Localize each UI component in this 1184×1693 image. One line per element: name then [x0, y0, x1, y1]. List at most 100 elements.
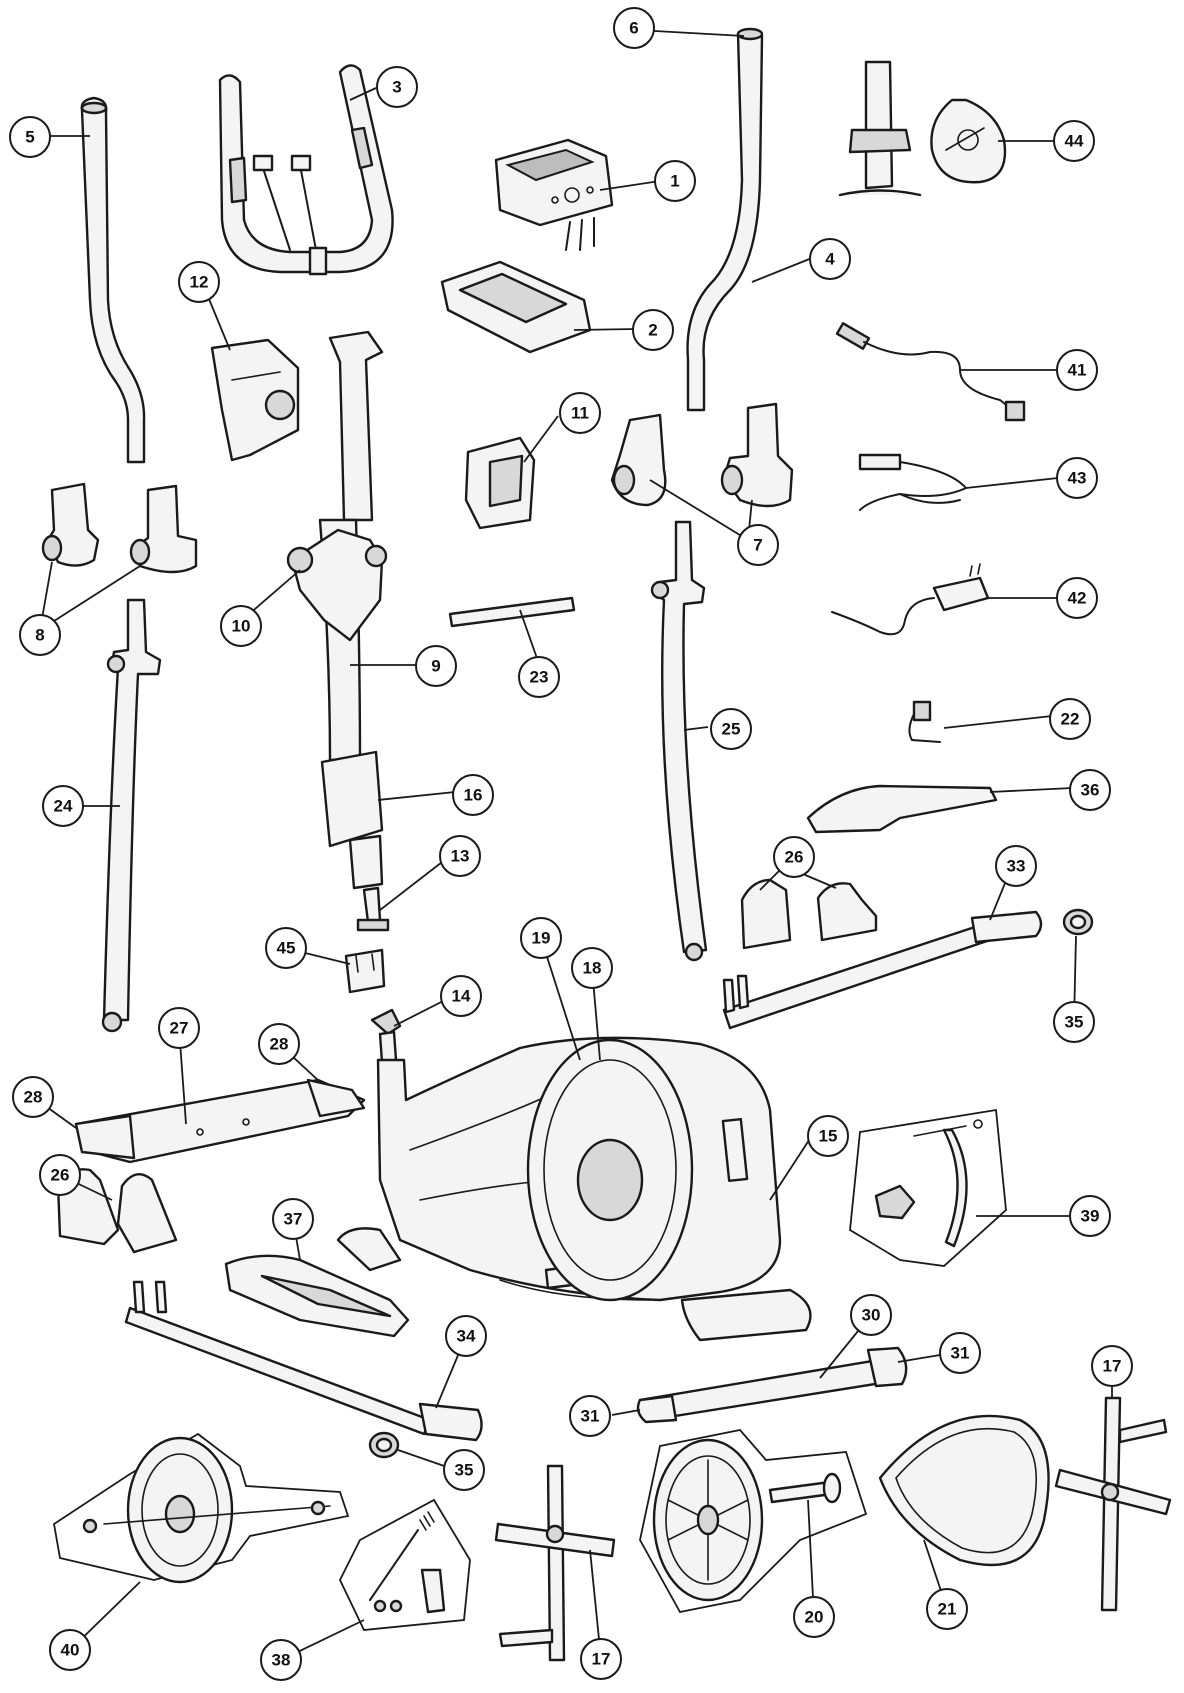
callout-2: 2: [632, 309, 674, 351]
part-20-drive-wheel: [639, 1429, 868, 1614]
callout-27: 27: [158, 1007, 200, 1049]
callout-11: 11: [559, 392, 601, 434]
part-1-console: [494, 138, 614, 251]
part-44-hardware-bag: [838, 60, 1007, 197]
part-35-end-cap-right: [1062, 908, 1094, 936]
callout-14: 14: [440, 975, 482, 1017]
svg-text:8: 8: [35, 626, 44, 645]
svg-text:11: 11: [571, 404, 589, 423]
part-9-main-column: [286, 330, 388, 762]
svg-text:24: 24: [54, 797, 73, 816]
svg-text:9: 9: [431, 657, 440, 676]
callout-39: 39: [1069, 1195, 1111, 1237]
part-4-right-upper-handlebar: [686, 27, 764, 412]
part-26-end-caps-right: [740, 878, 878, 950]
svg-text:40: 40: [61, 1641, 80, 1660]
callout-12: 12: [178, 261, 220, 303]
part-16-column-cover: [320, 750, 384, 890]
callout-26-left: 26: [39, 1154, 81, 1196]
part-18-flywheel-cover: [526, 1038, 694, 1302]
part-43-cable-set: [858, 453, 968, 511]
part-39-brake-assembly: [849, 1108, 1007, 1267]
svg-text:14: 14: [452, 987, 471, 1006]
callout-18: 18: [571, 947, 613, 989]
svg-text:25: 25: [722, 720, 741, 739]
callout-38: 38: [260, 1639, 302, 1681]
part-40-belt-pulley: [53, 1432, 350, 1584]
callout-45: 45: [265, 927, 307, 969]
svg-text:45: 45: [277, 939, 296, 958]
callout-1: 1: [654, 160, 696, 202]
part-13-end-clip: [356, 886, 390, 932]
callout-16: 16: [452, 774, 494, 816]
callout-44: 44: [1053, 120, 1095, 162]
svg-text:34: 34: [457, 1327, 476, 1346]
callout-30: 30: [850, 1294, 892, 1336]
svg-text:23: 23: [530, 668, 549, 687]
svg-text:38: 38: [272, 1651, 291, 1670]
callout-31-right: 31: [939, 1332, 981, 1374]
svg-text:43: 43: [1068, 469, 1087, 488]
svg-text:15: 15: [819, 1127, 838, 1146]
svg-text:39: 39: [1081, 1207, 1100, 1226]
callout-34: 34: [445, 1315, 487, 1357]
svg-text:36: 36: [1081, 781, 1100, 800]
callout-35-right: 35: [1053, 1001, 1095, 1043]
svg-text:28: 28: [24, 1088, 43, 1107]
callout-43: 43: [1056, 457, 1098, 499]
part-30-front-stabilizer-tube: [636, 1346, 908, 1424]
svg-text:21: 21: [938, 1600, 957, 1619]
svg-text:20: 20: [805, 1608, 824, 1627]
svg-text:6: 6: [629, 19, 638, 38]
svg-text:13: 13: [451, 847, 470, 866]
callout-13: 13: [439, 835, 481, 877]
svg-text:26: 26: [785, 848, 804, 867]
svg-text:22: 22: [1061, 710, 1080, 729]
callout-20: 20: [793, 1596, 835, 1638]
svg-text:19: 19: [532, 929, 551, 948]
svg-text:31: 31: [581, 1407, 600, 1426]
part-41-sensor-cable: [835, 322, 1026, 422]
svg-text:28: 28: [270, 1035, 289, 1054]
part-42-power-adapter: [831, 563, 990, 636]
svg-text:7: 7: [753, 536, 762, 555]
part-36-side-cover: [806, 784, 998, 834]
part-12-bracket: [210, 338, 300, 462]
callout-5: 5: [9, 116, 51, 158]
part-38-tension-kit: [338, 1498, 471, 1631]
callout-21: 21: [926, 1588, 968, 1630]
part-45-bushing: [344, 948, 386, 994]
part-24-left-lower-arm: [101, 598, 162, 1033]
svg-text:30: 30: [862, 1306, 881, 1325]
callout-25: 25: [710, 708, 752, 750]
callout-17-right: 17: [1091, 1345, 1133, 1387]
part-17-crank-left: [494, 1464, 616, 1662]
svg-text:4: 4: [825, 250, 835, 269]
svg-text:35: 35: [1065, 1013, 1084, 1032]
svg-text:37: 37: [284, 1210, 303, 1229]
svg-text:44: 44: [1065, 132, 1084, 151]
part-25-right-lower-arm: [650, 520, 708, 962]
part-11-cover: [464, 436, 536, 530]
svg-text:26: 26: [51, 1166, 70, 1185]
svg-text:5: 5: [25, 128, 34, 147]
part-2-console-base: [440, 260, 592, 354]
svg-text:17: 17: [1103, 1357, 1122, 1376]
callout-35-left: 35: [443, 1449, 485, 1491]
svg-text:12: 12: [190, 273, 209, 292]
part-27-rear-stabilizer: [74, 1078, 366, 1164]
part-37-pedal: [224, 1254, 410, 1338]
part-5-left-upper-handlebar: [80, 96, 146, 464]
callout-33: 33: [995, 845, 1037, 887]
part-22-sensor: [908, 700, 941, 743]
callout-22: 22: [1049, 698, 1091, 740]
callout-6: 6: [613, 7, 655, 49]
svg-text:16: 16: [464, 786, 483, 805]
callout-40: 40: [49, 1629, 91, 1671]
svg-text:10: 10: [232, 617, 251, 636]
part-35-end-cap-left: [368, 1431, 400, 1459]
part-33-front-stabilizer: [722, 910, 1043, 1030]
svg-text:1: 1: [670, 172, 679, 191]
svg-text:18: 18: [583, 959, 602, 978]
svg-text:31: 31: [951, 1344, 970, 1363]
